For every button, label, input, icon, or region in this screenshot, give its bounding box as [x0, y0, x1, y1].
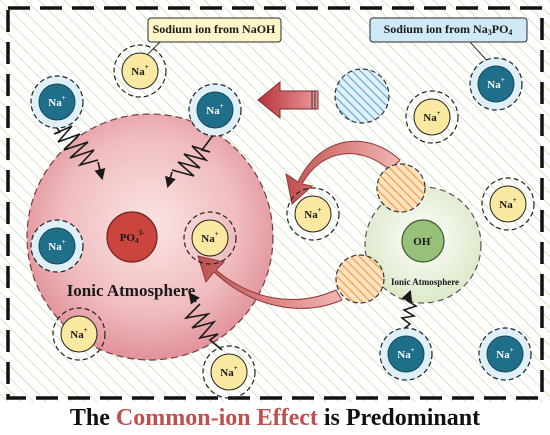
na-blue-6: Na+ — [478, 327, 532, 381]
label-na3po4: Sodium ion from Na3PO4 — [369, 17, 528, 43]
na-yellow-6: Na+ — [52, 307, 106, 361]
label-naoh: Sodium ion from NaOH — [147, 17, 282, 43]
na-blue-3: Na+ — [469, 57, 523, 111]
svg-text:Na+: Na+ — [48, 238, 65, 253]
spring-right — [171, 133, 215, 177]
footer-after: is Predominant — [317, 405, 481, 431]
footer-caption: The Common-ion Effect is Predominant — [0, 402, 550, 435]
na-yellow-4: Na+ — [481, 177, 535, 231]
label-na3po4-text: Sodium ion from Na3PO4 — [384, 22, 513, 37]
label-na3po4-mid: PO — [492, 22, 509, 36]
na-yellow-7: Na+ — [202, 345, 256, 399]
svg-text:Na+: Na+ — [499, 196, 516, 211]
outer-frame — [6, 6, 544, 400]
curved-arrow-bottom — [197, 255, 343, 309]
spring-left — [47, 115, 99, 167]
na-blue-1: Na+ — [30, 75, 84, 129]
orange-hatched-circle-bottom — [335, 254, 385, 304]
label-na3po4-sub2: 4 — [508, 28, 512, 37]
spring-oh — [399, 299, 418, 333]
svg-text:Na+: Na+ — [70, 326, 87, 341]
svg-text:Na+: Na+ — [496, 346, 513, 361]
orange-hatched-circle-top — [376, 163, 426, 213]
na-yellow-2: Na+ — [405, 90, 459, 144]
svg-text:Na+: Na+ — [304, 206, 321, 221]
footer-accent: Common-ion Effect — [115, 405, 318, 431]
curved-arrow-top — [285, 140, 401, 205]
svg-text:Na+: Na+ — [131, 63, 148, 78]
label-na3po4-prefix: Sodium ion from Na — [384, 22, 488, 36]
phosphate-ion: PO43- — [106, 211, 158, 263]
na-blue-4: Na+ — [30, 219, 84, 273]
svg-text:Na+: Na+ — [397, 346, 414, 361]
blue-hatched-circle — [334, 68, 390, 124]
label-naoh-leader — [147, 41, 161, 55]
svg-text:Na+: Na+ — [48, 94, 65, 109]
label-naoh-text: Sodium ion from NaOH — [153, 22, 276, 36]
svg-text:OH-: OH- — [413, 233, 433, 248]
na-blue-2: Na+ — [188, 83, 242, 137]
hydroxide-ion: OH- — [401, 219, 445, 263]
springs — [47, 115, 418, 351]
na-yellow-3: Na+ — [286, 187, 340, 241]
svg-text:Na+: Na+ — [487, 76, 504, 91]
footer-before: The — [69, 405, 116, 431]
svg-text:Na+: Na+ — [220, 364, 237, 379]
ionic-atmosphere-large-label: Ionic Atmosphere — [67, 281, 196, 300]
ionic-atmosphere-small-label: Ionic Atmosphere — [391, 277, 459, 287]
spring-bottom — [183, 303, 223, 351]
big-arrow — [257, 80, 319, 120]
svg-text:Na+: Na+ — [206, 102, 223, 117]
svg-text:Na+: Na+ — [201, 230, 218, 245]
svg-text:Na+: Na+ — [423, 109, 440, 124]
na-yellow-1: Na+ — [113, 44, 167, 98]
svg-text:PO43-: PO43- — [120, 229, 145, 245]
label-na3po4-sub1: 3 — [488, 28, 492, 37]
na-yellow-5: Na+ — [183, 211, 237, 265]
na-blue-5: Na+ — [379, 327, 433, 381]
